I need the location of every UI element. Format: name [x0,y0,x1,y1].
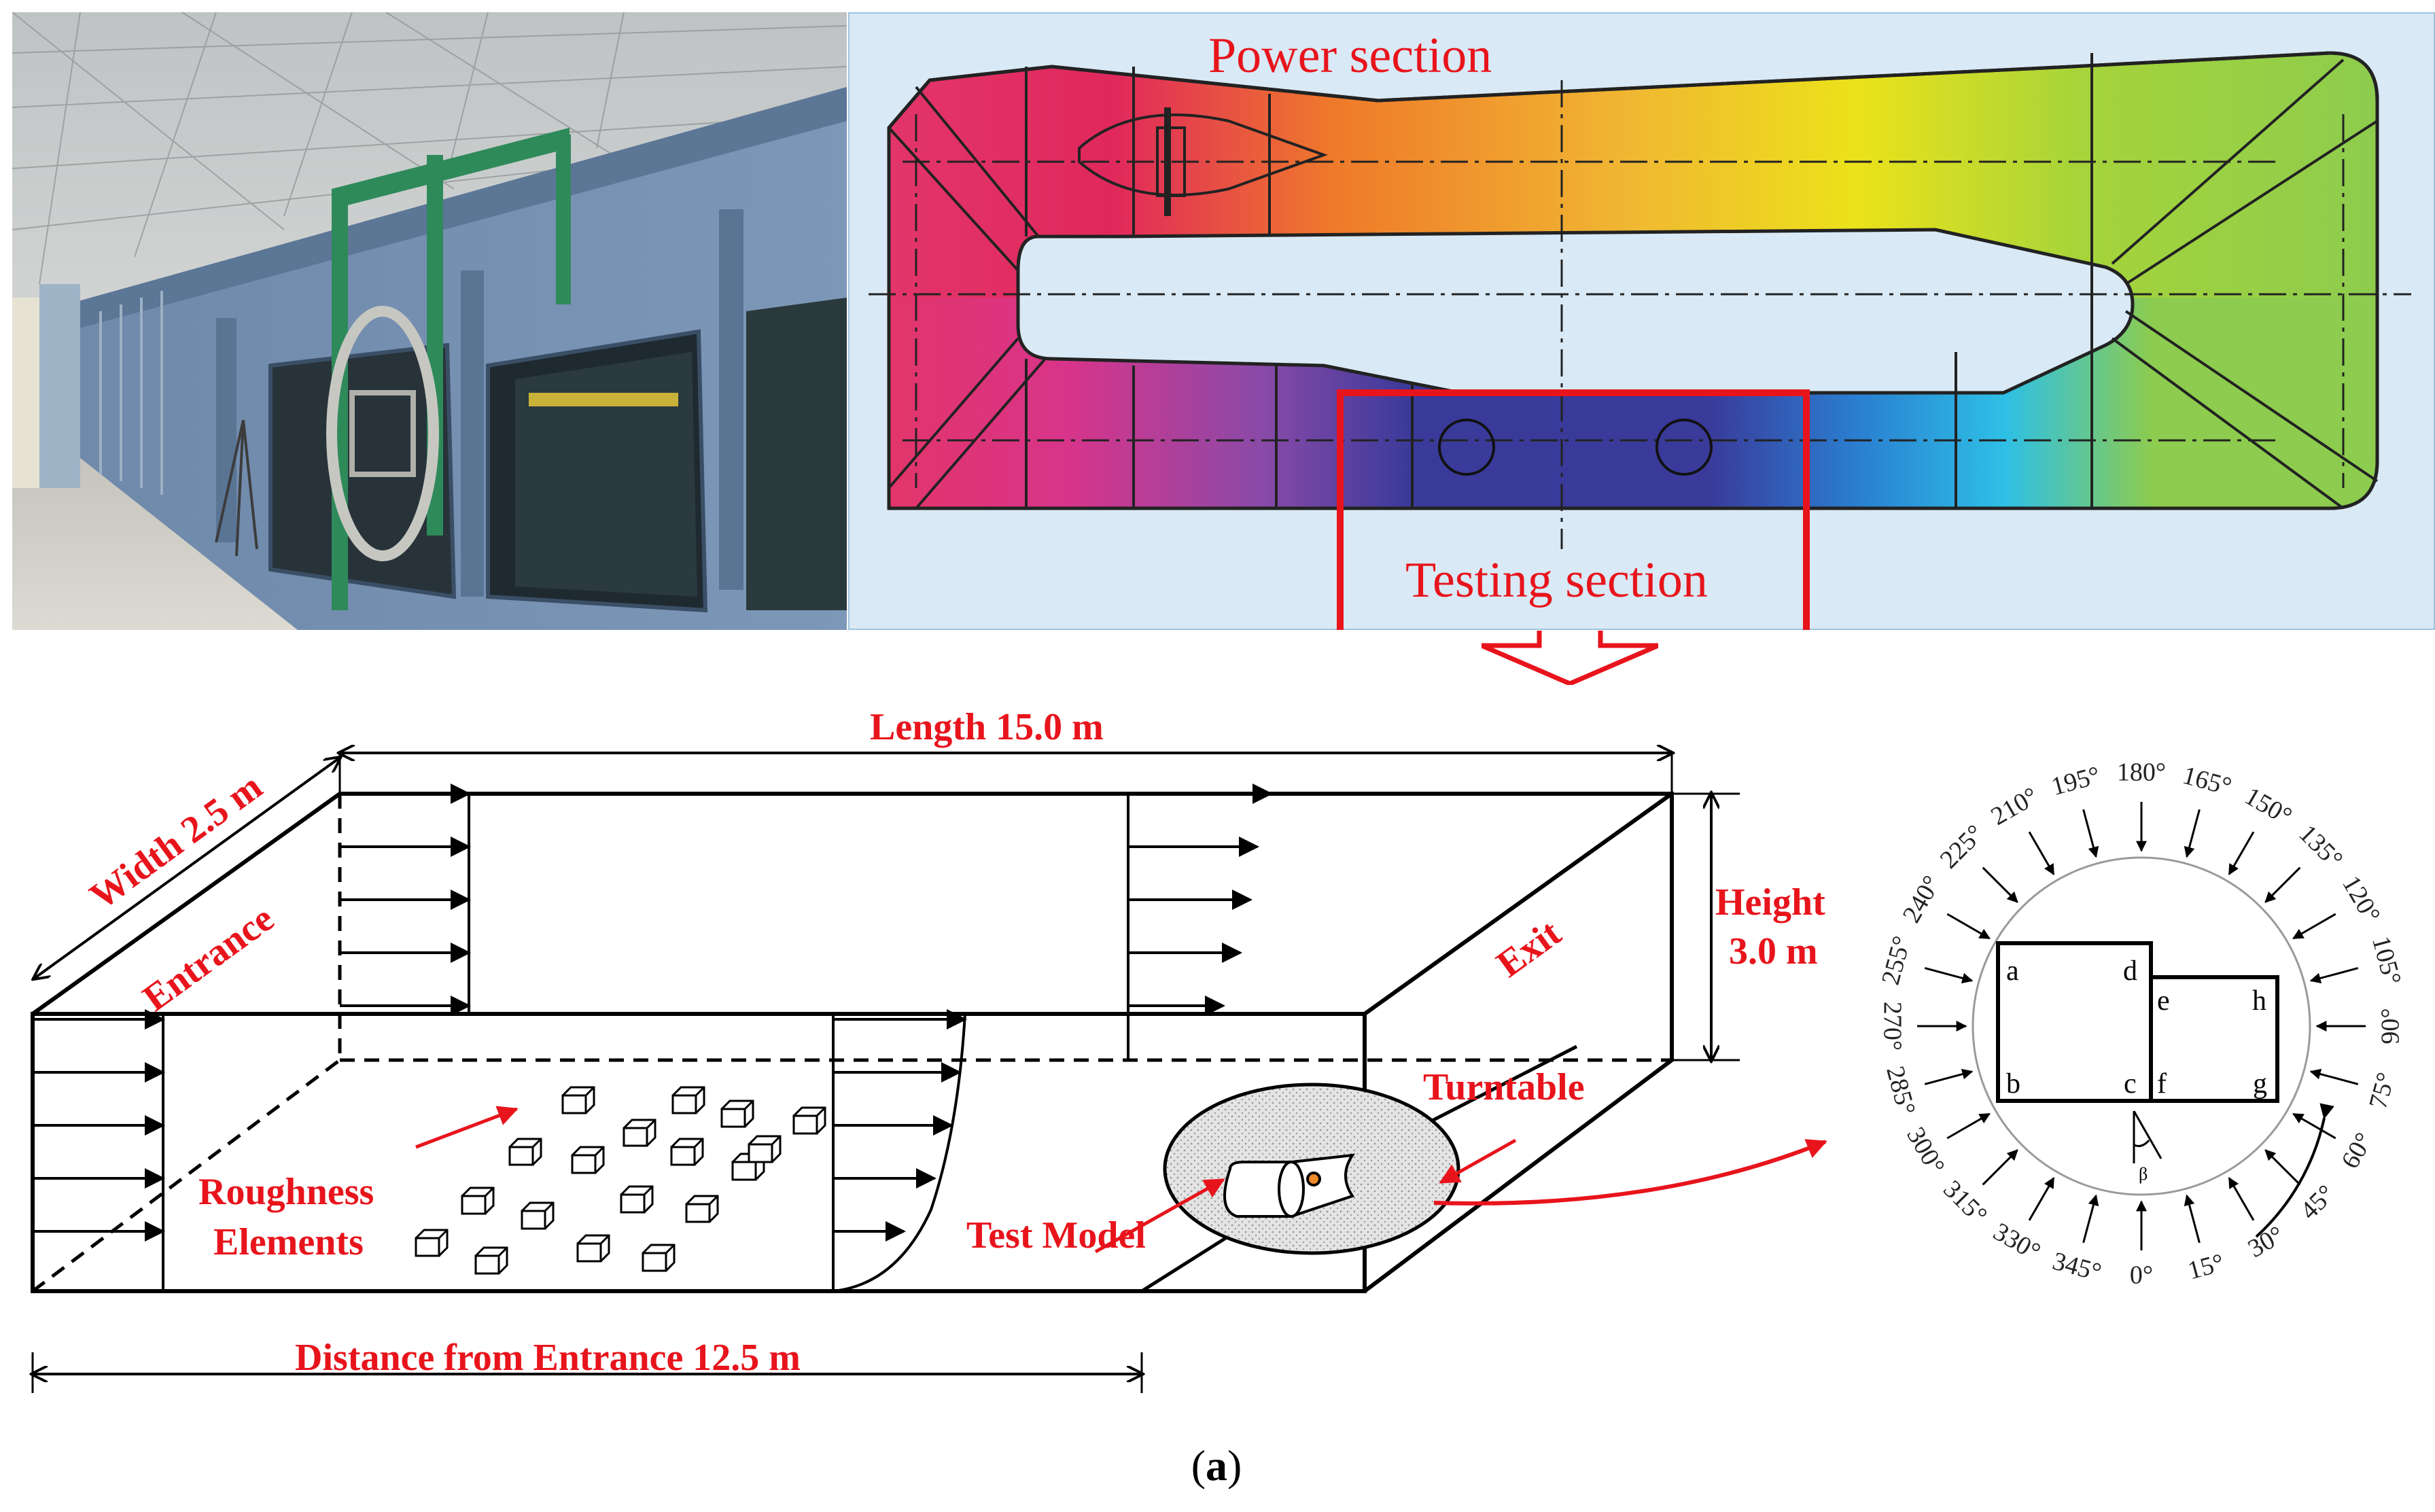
direction-arrow [1946,913,1991,940]
direction-arrow [2264,866,2301,903]
direction-arrow [2264,1149,2301,1186]
test-model [1223,1153,1356,1218]
corner-e: e [2157,985,2170,1017]
direction-label: 255° [1876,933,1916,988]
direction-label: 75° [2364,1070,2400,1112]
direction-label: 105° [2366,933,2406,988]
distance-label: Distance from Entrance 12.5 m [295,1337,801,1379]
corner-b: b [2006,1068,2020,1100]
direction-label: 135° [2294,820,2349,875]
height-label-line1: Height [1715,881,1825,924]
wind-tunnel-photo [12,12,847,630]
length-label: Length 15.0 m [870,706,1104,748]
direction-label: 225° [1935,820,1990,875]
direction-label: 150° [2240,781,2297,830]
direction-arrow [1982,866,2018,903]
beta-symbol: β [2139,1164,2148,1184]
direction-label: 15° [2185,1248,2227,1285]
figure-caption: (a) [1149,1441,1284,1502]
direction-arrow [2082,1194,2099,1244]
direction-label: 120° [2336,871,2385,928]
caption-open: ( [1191,1441,1206,1490]
direction-arrow [2028,831,2055,875]
tunnel-plan-drawing: Power section Testing section [847,11,2435,654]
direction-arrow [2028,1177,2055,1221]
wind-direction-diagram: 0°15°30°45°60°75°90°105°120°135°150°165°… [1835,748,2435,1332]
corner-a: a [2006,955,2019,987]
caption-letter: a [1206,1441,1227,1490]
direction-arrow [2082,809,2099,858]
turntable-label: Turntable [1423,1066,1585,1108]
direction-arrows [1917,802,2366,1250]
rotation-arrow [2255,1103,2334,1238]
direction-arrow [1946,1112,1991,1140]
direction-arrow [2184,809,2201,858]
corner-g: g [2253,1068,2267,1100]
direction-label: 0° [2130,1261,2153,1290]
test-section-drawing: Length 15.0 m Width 2.5 m Entrance Exit … [0,706,1827,1393]
direction-arrow [2228,1177,2255,1221]
direction-label: 285° [1880,1063,1921,1119]
direction-arrow [1924,1068,1974,1085]
direction-arrow [2292,913,2336,940]
roughness-label-line2: Elements [213,1221,364,1263]
direction-label: 270° [1878,1002,1906,1051]
wind-direction-drawing: 0°15°30°45°60°75°90°105°120°135°150°165°… [1876,758,2406,1290]
direction-arrow [1982,1149,2018,1186]
down-arrow-icon [1480,631,1660,686]
testing-section-label: Testing section [1405,552,1708,608]
caption-close: ) [1227,1441,1242,1490]
power-section-label: Power section [1208,28,1492,84]
direction-label: 165° [2179,761,2235,801]
wind-tunnel-photo-drawing [12,12,847,630]
corner-f: f [2157,1068,2167,1100]
test-section-schematic: Length 15.0 m Width 2.5 m Entrance Exit … [0,693,1835,1407]
roughness-cubes [415,1086,826,1275]
direction-arrow [2228,831,2255,875]
direction-label: 195° [2048,761,2103,801]
direction-label: 60° [2336,1128,2379,1174]
direction-label: 330° [1989,1217,2046,1266]
tunnel-plan-view: Power section Testing section [847,11,2435,654]
direction-label: 345° [2050,1247,2105,1287]
corner-d: d [2123,955,2137,987]
direction-arrow [1924,967,1974,984]
direction-arrow [2309,1068,2359,1085]
direction-label: 300° [1901,1123,1950,1180]
height-label-line2: 3.0 m [1729,930,1818,972]
building-plan [1996,941,2279,1103]
width-label: Width 2.5 m [82,765,270,917]
direction-label: 90° [2377,1008,2405,1044]
roughness-label-line1: Roughness [198,1171,374,1213]
direction-label: 240° [1897,871,1946,928]
test-model-label: Test Model [966,1214,1146,1256]
exit-label: Exit [1489,912,1569,986]
zoom-arrow [1480,631,1660,686]
entrance-label: Entrance [135,898,281,1020]
corner-c: c [2124,1068,2137,1100]
direction-label: 210° [1986,781,2044,830]
direction-label: 180° [2117,758,2166,787]
direction-arrow [2292,1112,2336,1140]
direction-arrow [2184,1194,2201,1244]
direction-arrow [2309,967,2359,984]
corner-h: h [2252,985,2266,1017]
direction-label: 45° [2295,1180,2341,1225]
